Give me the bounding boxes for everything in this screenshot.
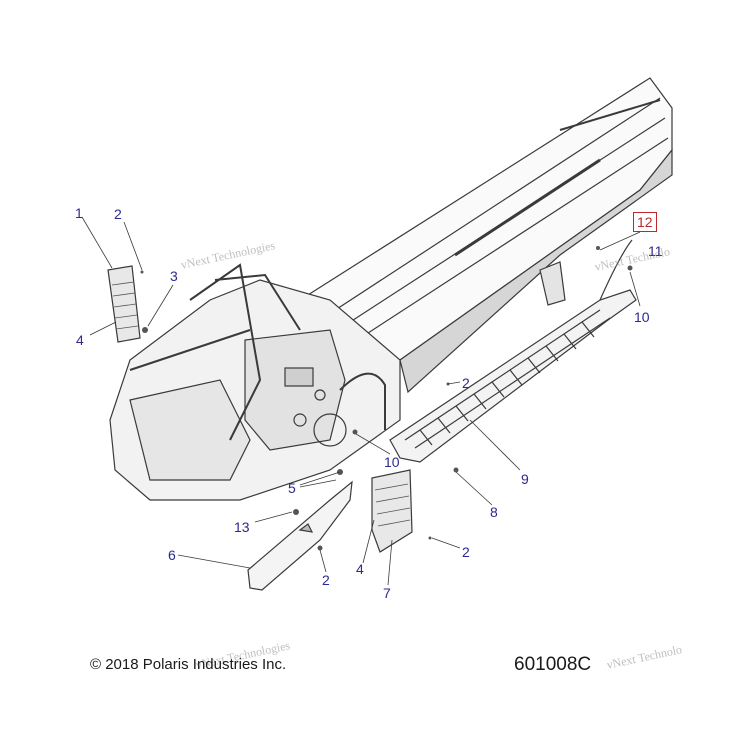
- callout-4-right: 4: [356, 561, 364, 577]
- running-board: [389, 239, 637, 463]
- callout-2-middle: 2: [462, 375, 470, 391]
- callout-10-right: 10: [634, 309, 650, 325]
- fasteners: [140, 246, 633, 551]
- side-panels: [107, 265, 413, 553]
- callout-2-top-left: 2: [114, 206, 122, 222]
- callout-6: 6: [168, 547, 176, 563]
- tunnel-assembly: [299, 77, 673, 394]
- lower-guard: [247, 480, 353, 591]
- callout-7: 7: [383, 585, 391, 601]
- callout-5: 5: [288, 480, 296, 496]
- callout-4-left: 4: [76, 332, 84, 348]
- callout-8: 8: [490, 504, 498, 520]
- callout-2-lower-right: 2: [462, 544, 470, 560]
- callout-11: 11: [648, 243, 663, 259]
- callout-3: 3: [170, 268, 178, 284]
- copyright-text: © 2018 Polaris Industries Inc.: [90, 656, 287, 673]
- front-chassis: [109, 263, 401, 501]
- diagram-id: 601008C: [514, 654, 592, 675]
- callout-2-lower-center: 2: [322, 572, 330, 588]
- callout-13: 13: [234, 519, 250, 535]
- callout-9: 9: [521, 471, 529, 487]
- callout-12-highlighted: 12: [633, 212, 657, 232]
- callout-1: 1: [75, 205, 83, 221]
- leader-lines: [81, 216, 641, 586]
- callout-10-center: 10: [384, 454, 400, 470]
